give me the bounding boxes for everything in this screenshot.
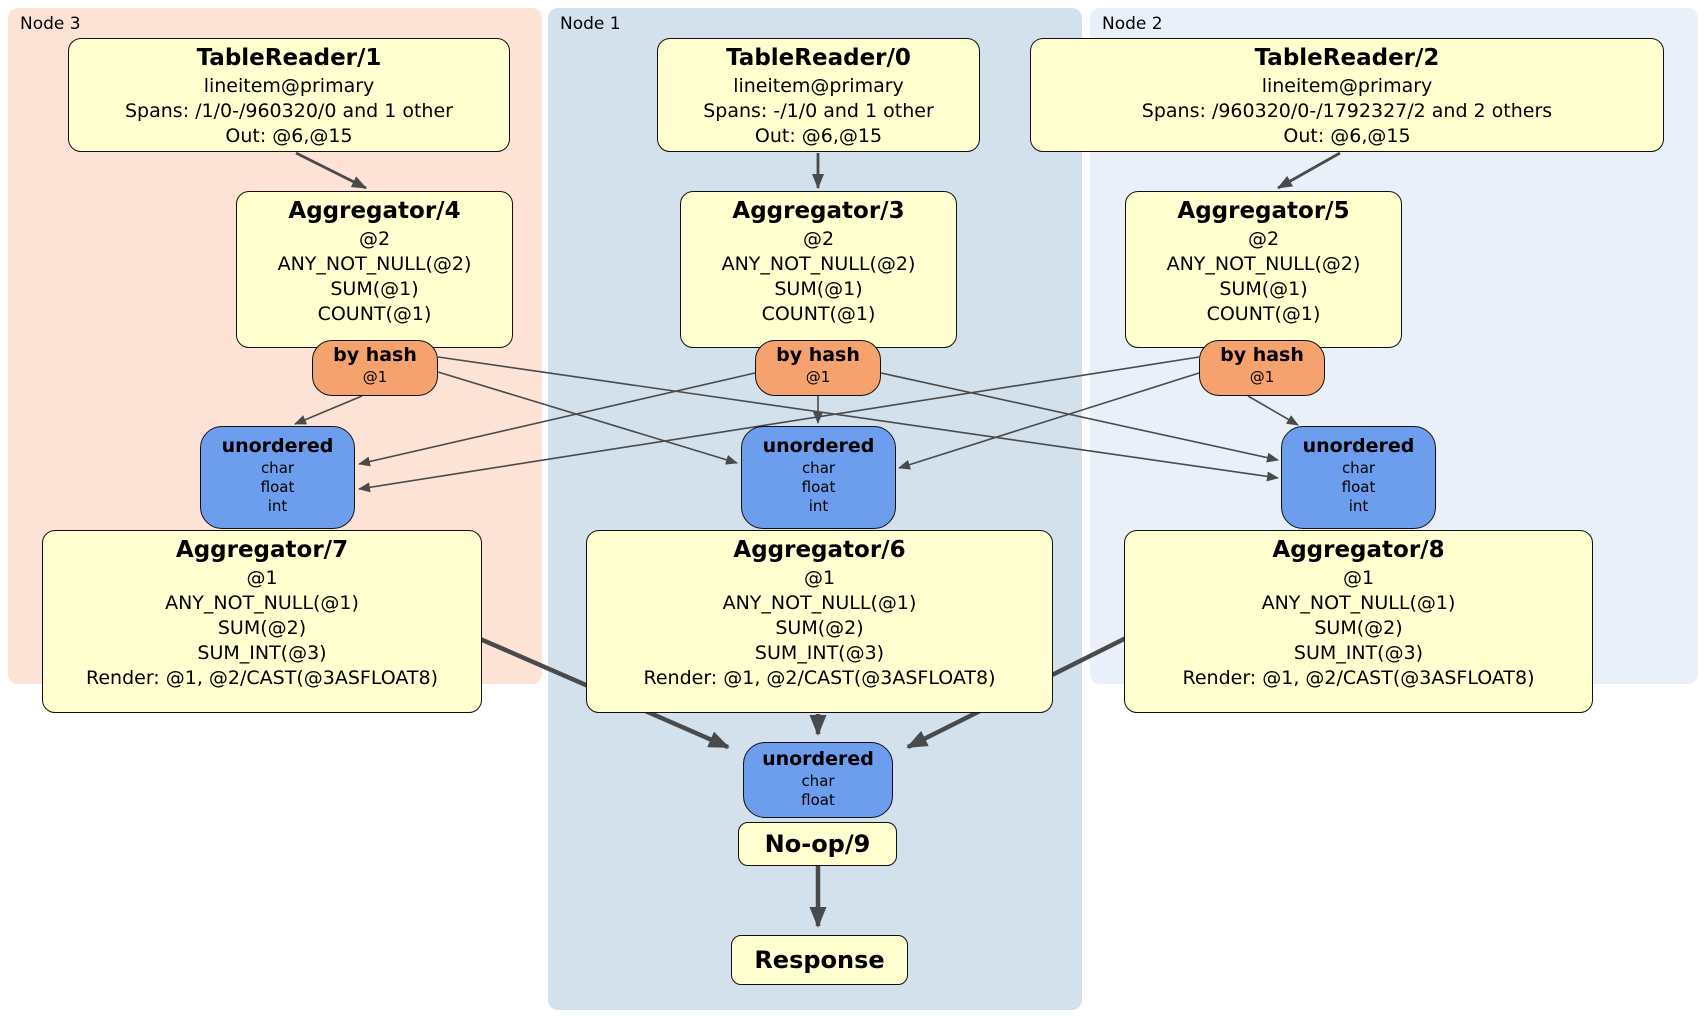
processor-detail: SUM(@2) <box>217 617 307 640</box>
node-panel-label: Node 2 <box>1102 14 1163 34</box>
stream-type: int <box>808 497 829 516</box>
processor-detail: lineitem@primary <box>203 74 375 97</box>
router-hash-key: @1 <box>362 367 388 386</box>
processor-aggregator-6: Aggregator/6 @1 ANY_NOT_NULL(@1) SUM(@2)… <box>586 530 1053 713</box>
stream-label: unordered <box>762 748 874 770</box>
stream-type: char <box>260 458 295 477</box>
processor-detail: Spans: -/1/0 and 1 other <box>703 99 934 122</box>
processor-aggregator-4: Aggregator/4 @2 ANY_NOT_NULL(@2) SUM(@1)… <box>236 191 513 348</box>
processor-detail: Render: @1, @2/CAST(@3ASFLOAT8) <box>86 667 438 690</box>
stream-unordered-right: unordered char float int <box>1281 426 1436 529</box>
stream-type: float <box>801 790 835 809</box>
processor-detail: SUM(@1) <box>1219 278 1308 301</box>
processor-detail: SUM_INT(@3) <box>1293 642 1424 665</box>
processor-detail: @1 <box>1342 566 1375 589</box>
processor-tablereader-2: TableReader/2 lineitem@primary Spans: /9… <box>1030 38 1664 152</box>
stream-label: unordered <box>762 435 875 457</box>
processor-aggregator-7: Aggregator/7 @1 ANY_NOT_NULL(@1) SUM(@2)… <box>42 530 482 713</box>
stream-type: char <box>801 771 835 790</box>
router-hash-key: @1 <box>805 367 831 386</box>
processor-detail: @2 <box>1247 227 1280 250</box>
processor-tablereader-1: TableReader/1 lineitem@primary Spans: /1… <box>68 38 510 152</box>
stream-type: int <box>267 497 288 516</box>
processor-detail: lineitem@primary <box>733 74 904 97</box>
processor-detail: SUM(@1) <box>330 278 419 301</box>
processor-detail: SUM_INT(@3) <box>197 642 327 665</box>
stream-label: unordered <box>1302 435 1415 457</box>
stream-type: float <box>260 477 295 496</box>
response-node: Response <box>731 935 908 985</box>
router-hash-key: @1 <box>1249 367 1275 386</box>
processor-aggregator-5: Aggregator/5 @2 ANY_NOT_NULL(@2) SUM(@1)… <box>1125 191 1402 348</box>
processor-aggregator-8: Aggregator/8 @1 ANY_NOT_NULL(@1) SUM(@2)… <box>1124 530 1593 713</box>
processor-title: Aggregator/7 <box>175 537 349 563</box>
node-panel-label: Node 3 <box>20 14 81 34</box>
processor-detail: lineitem@primary <box>1261 74 1433 97</box>
processor-title: Aggregator/3 <box>732 198 905 224</box>
processor-title: No-op/9 <box>764 830 871 858</box>
processor-title: Aggregator/4 <box>288 198 461 224</box>
processor-title: Response <box>754 946 885 974</box>
router-by-hash-left: by hash @1 <box>312 340 438 396</box>
processor-detail: @1 <box>803 566 836 589</box>
stream-type: int <box>1348 497 1369 516</box>
processor-detail: Out: @6,@15 <box>225 125 353 148</box>
router-label: by hash <box>333 344 417 366</box>
processor-detail: Out: @6,@15 <box>754 125 883 148</box>
processor-tablereader-0: TableReader/0 lineitem@primary Spans: -/… <box>657 38 980 152</box>
processor-detail: Render: @1, @2/CAST(@3ASFLOAT8) <box>643 667 996 690</box>
processor-detail: ANY_NOT_NULL(@1) <box>1261 591 1456 614</box>
processor-detail: ANY_NOT_NULL(@2) <box>277 252 472 275</box>
processor-title: TableReader/2 <box>1254 45 1440 71</box>
processor-title: Aggregator/8 <box>1272 537 1445 563</box>
processor-title: TableReader/1 <box>196 45 382 71</box>
processor-detail: ANY_NOT_NULL(@1) <box>165 591 359 614</box>
processor-detail: COUNT(@1) <box>317 303 432 326</box>
router-by-hash-middle: by hash @1 <box>755 340 881 396</box>
processor-title: Aggregator/6 <box>733 537 906 563</box>
stream-unordered-left: unordered char float int <box>200 426 355 529</box>
processor-detail: Render: @1, @2/CAST(@3ASFLOAT8) <box>1182 667 1535 690</box>
processor-detail: Spans: /1/0-/960320/0 and 1 other <box>125 99 453 122</box>
processor-detail: ANY_NOT_NULL(@2) <box>1166 252 1361 275</box>
processor-detail: @2 <box>802 227 835 250</box>
processor-detail: SUM(@2) <box>1314 617 1403 640</box>
processor-detail: COUNT(@1) <box>1206 303 1321 326</box>
processor-detail: SUM_INT(@3) <box>754 642 885 665</box>
processor-detail: ANY_NOT_NULL(@1) <box>722 591 917 614</box>
processor-detail: @2 <box>358 227 391 250</box>
processor-title: TableReader/0 <box>726 45 911 71</box>
processor-detail: SUM(@2) <box>775 617 864 640</box>
processor-noop-9: No-op/9 <box>738 822 897 866</box>
processor-detail: Out: @6,@15 <box>1283 125 1411 148</box>
processor-aggregator-3: Aggregator/3 @2 ANY_NOT_NULL(@2) SUM(@1)… <box>680 191 957 348</box>
stream-type: char <box>1341 458 1376 477</box>
processor-detail: @1 <box>246 566 278 589</box>
stream-type: float <box>1341 477 1376 496</box>
router-label: by hash <box>776 344 860 366</box>
node-panel-label: Node 1 <box>560 14 621 34</box>
stream-unordered-middle: unordered char float int <box>741 426 896 529</box>
processor-detail: Spans: /960320/0-/1792327/2 and 2 others <box>1141 99 1553 122</box>
stream-label: unordered <box>221 435 334 457</box>
stream-unordered-final: unordered char float <box>743 742 893 818</box>
processor-detail: ANY_NOT_NULL(@2) <box>721 252 916 275</box>
processor-detail: SUM(@1) <box>774 278 863 301</box>
stream-type: char <box>801 458 836 477</box>
stream-type: float <box>801 477 836 496</box>
processor-detail: COUNT(@1) <box>761 303 876 326</box>
router-label: by hash <box>1220 344 1304 366</box>
router-by-hash-right: by hash @1 <box>1199 340 1325 396</box>
processor-title: Aggregator/5 <box>1177 198 1350 224</box>
